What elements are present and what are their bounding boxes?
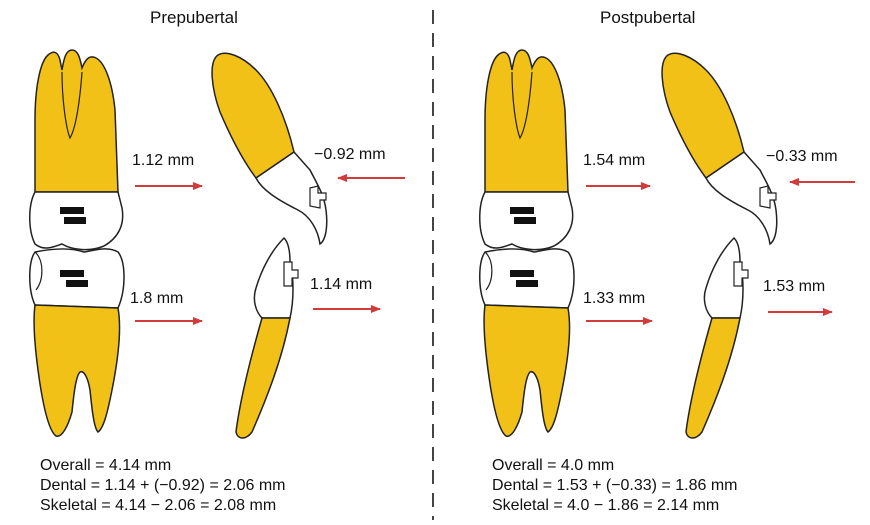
skeletal-line: Skeletal = 4.14 − 2.06 = 2.08 mm (40, 496, 285, 516)
dental-line-right: Dental = 1.53 + (−0.33) = 1.86 mm (492, 476, 737, 496)
overall-line-right: Overall = 4.0 mm (492, 456, 737, 476)
dental-line: Dental = 1.14 + (−0.92) = 2.06 mm (40, 476, 285, 496)
postpubertal-title: Postpubertal (600, 8, 695, 28)
postpubertal-teeth (480, 50, 777, 438)
prepubertal-title: Prepubertal (150, 8, 238, 28)
skeletal-line-right: Skeletal = 4.0 − 1.86 = 2.14 mm (492, 496, 737, 516)
upper-molar-measure: 1.12 mm (132, 152, 194, 170)
lower-incisor-measure: 1.14 mm (310, 276, 372, 294)
lower-incisor-measure-right: 1.53 mm (763, 278, 825, 296)
upper-incisor-measure-right: −0.33 mm (766, 148, 838, 166)
upper-incisor-measure: −0.92 mm (314, 146, 386, 164)
upper-molar-measure-right: 1.54 mm (583, 152, 645, 170)
lower-molar-measure-right: 1.33 mm (583, 290, 645, 308)
prepubertal-teeth (30, 50, 327, 438)
postpubertal-summary: Overall = 4.0 mm Dental = 1.53 + (−0.33)… (492, 456, 737, 516)
lower-molar-measure: 1.8 mm (130, 290, 183, 308)
prepubertal-summary: Overall = 4.14 mm Dental = 1.14 + (−0.92… (40, 456, 285, 516)
overall-line: Overall = 4.14 mm (40, 456, 285, 476)
